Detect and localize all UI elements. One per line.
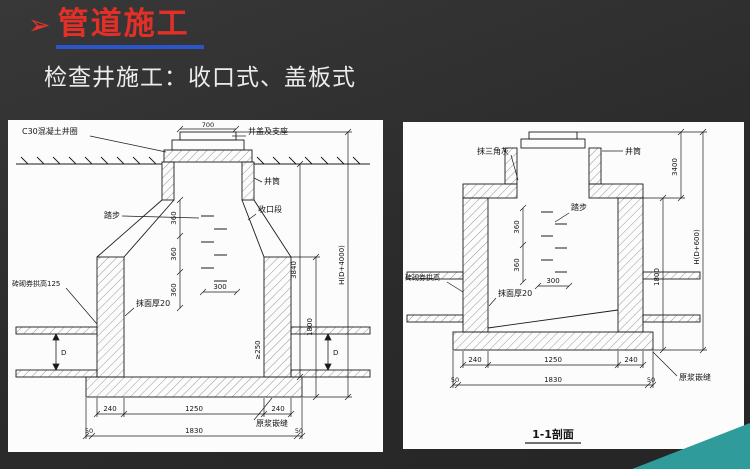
dim-1250: 1250 (185, 405, 203, 413)
pipes (406, 271, 701, 323)
shaft-walls (161, 161, 255, 201)
step-rungs (541, 211, 567, 273)
dim-total-height: H(D+4000) (338, 245, 346, 285)
bullet-arrow-icon: ➢ (28, 10, 51, 41)
dim-pipe-left: D (61, 349, 66, 357)
title-row: ➢ 管道施工 (28, 6, 204, 49)
chamber-walls (96, 256, 292, 378)
dim-360-b: 360 (170, 247, 178, 260)
label-shaft: 井筒 (264, 176, 280, 186)
label-steps: 踏步 (571, 202, 587, 212)
invert-slope (487, 309, 619, 329)
neck-section (96, 199, 292, 258)
label-steps: 踏步 (104, 210, 120, 220)
dim-240-right: 240 (271, 405, 284, 413)
cover-and-ring (163, 131, 253, 163)
cover-plates (520, 131, 586, 149)
leader-lines (446, 150, 678, 377)
dim-360-a: 360 (513, 220, 521, 233)
dimension-lines (449, 128, 707, 389)
dim-min-250: ≥250 (254, 340, 262, 359)
base-slab (452, 331, 654, 351)
dim-50-left: 50 (451, 376, 459, 384)
label-c30-ring: C30混凝土井圈 (22, 126, 78, 136)
corner-triangle-decoration (632, 423, 750, 469)
cover-slab (462, 183, 644, 199)
dim-360-a: 360 (170, 211, 178, 224)
shaft-walls (504, 147, 602, 185)
dim-300: 300 (546, 277, 559, 285)
ground-lines (16, 156, 370, 165)
dim-3840: 3840 (290, 261, 298, 279)
dim-1250: 1250 (544, 356, 562, 364)
label-plaster: 抹面厚20 (136, 298, 170, 308)
left-drawing-panel: 700 C30混凝土井圈 井盖及支座 井筒 收口段 踏步 抹面厚20 砖砌券拱高… (8, 120, 383, 452)
page-title: 管道施工 (55, 6, 204, 49)
label-cover-seat: 井盖及支座 (248, 126, 288, 136)
label-brick-arch: 砖砌券拱高125 (12, 279, 60, 288)
label-grout-joint: 原浆嵌缝 (679, 372, 711, 382)
dim-1800: 1800 (306, 318, 314, 336)
dim-1830: 1830 (544, 376, 562, 384)
right-drawing-panel: 抹三角灰 井筒 踏步 抹面厚20 砖砌券拱高 原浆嵌缝 360 360 300 … (403, 122, 744, 449)
right-drawing-svg: 抹三角灰 井筒 踏步 抹面厚20 砖砌券拱高 原浆嵌缝 360 360 300 … (405, 128, 711, 444)
dim-3400: 3400 (671, 158, 679, 176)
label-shaft: 井筒 (625, 146, 641, 156)
left-drawing-svg: 700 C30混凝土井圈 井盖及支座 井筒 收口段 踏步 抹面厚20 砖砌券拱高… (12, 121, 371, 440)
dim-pipe-right: D (333, 349, 338, 357)
label-grout-joint: 原浆嵌缝 (256, 418, 288, 428)
dim-300: 300 (213, 283, 226, 291)
dim-360-c: 360 (170, 283, 178, 296)
dimension-lines (82, 125, 352, 440)
label-neck: 收口段 (258, 204, 282, 214)
pipes (15, 326, 371, 378)
right-drawing-linework (406, 128, 707, 444)
dim-240-left: 240 (468, 356, 481, 364)
label-brick-arch: 砖砌券拱高 (405, 273, 440, 282)
dim-240-left: 240 (103, 405, 116, 413)
dim-top-width: 700 (202, 121, 214, 129)
section-caption: 1-1剖面 (532, 427, 574, 441)
dim-1830: 1830 (185, 427, 203, 435)
leader-lines (65, 135, 273, 421)
dim-360-b: 360 (513, 258, 521, 271)
step-rungs (201, 215, 227, 282)
pipe-diameter-arrows (52, 333, 332, 371)
dim-50-left: 50 (85, 427, 93, 435)
chamber-walls (462, 197, 644, 333)
base-slab (85, 376, 303, 398)
dim-50-right: 50 (295, 427, 303, 435)
label-corner-plaster: 抹三角灰 (477, 146, 509, 156)
dim-240-right: 240 (624, 356, 637, 364)
label-plaster: 抹面厚20 (498, 288, 532, 298)
dim-50-right: 50 (647, 376, 655, 384)
dim-total-height: H(D+600) (693, 229, 701, 265)
subtitle: 检查井施工：收口式、盖板式 (44, 65, 356, 91)
dim-1800: 1800 (653, 268, 661, 286)
left-drawing-linework (15, 125, 371, 440)
